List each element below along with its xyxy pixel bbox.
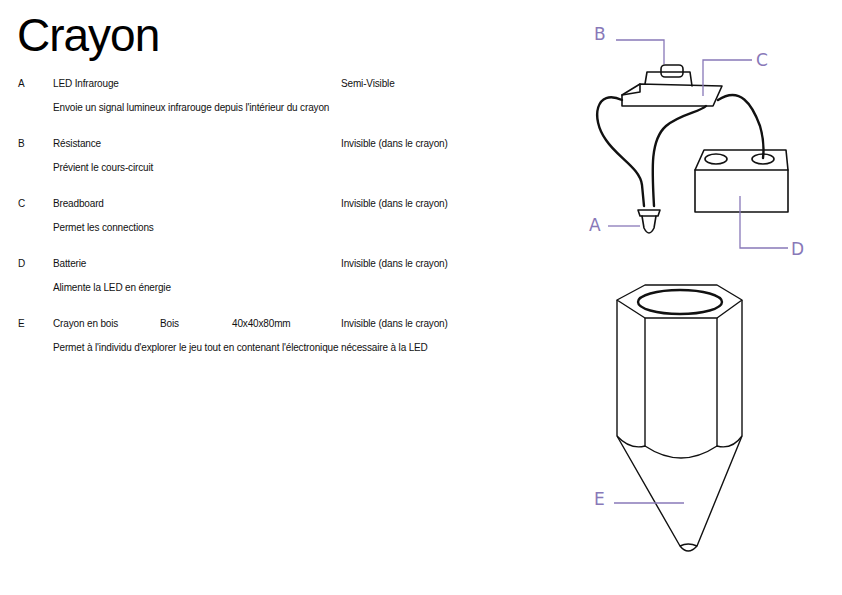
battery-wire xyxy=(718,95,764,158)
leader-line xyxy=(616,40,664,64)
breadboard-shape xyxy=(622,84,722,106)
pencil-edges xyxy=(617,300,742,446)
led-bulb xyxy=(642,216,656,233)
led-wire-right xyxy=(653,106,706,206)
electronics-drawing xyxy=(597,65,788,233)
callout-letter: B xyxy=(594,25,606,43)
visibility: Invisible (dans le crayon) xyxy=(341,318,448,330)
pencil-hole xyxy=(638,290,722,314)
row-letter: B xyxy=(18,138,25,150)
pencil-cone xyxy=(617,436,742,546)
pencil-top xyxy=(617,285,742,318)
battery-top xyxy=(695,150,788,170)
battery-terminal xyxy=(705,154,727,164)
pencil-scallop xyxy=(617,436,742,458)
breadboard-edge xyxy=(622,84,640,95)
leader-line xyxy=(740,196,788,248)
part-name: LED Infrarouge xyxy=(53,78,119,90)
led-base xyxy=(638,210,660,216)
row-letter: C xyxy=(18,198,25,210)
visibility: Invisible (dans le crayon) xyxy=(341,198,448,210)
visibility: Invisible (dans le crayon) xyxy=(341,138,448,150)
description: Alimente la LED en énergie xyxy=(53,282,171,294)
resistor-cap xyxy=(661,65,683,77)
callout-letter: A xyxy=(589,216,601,234)
pencil-tip xyxy=(680,544,697,551)
material: Bois xyxy=(160,318,179,330)
battery-body xyxy=(695,170,788,212)
description: Permet à l'individu d'explorer le jeu to… xyxy=(53,342,428,354)
leader-line xyxy=(614,502,684,503)
callout-letter: C xyxy=(756,51,768,69)
description: Envoie un signal lumineux infrarouge dep… xyxy=(53,102,329,114)
visibility: Semi-Visible xyxy=(341,78,395,90)
pencil-drawing xyxy=(617,285,742,551)
part-name: Batterie xyxy=(53,258,86,270)
row-letter: E xyxy=(18,318,25,330)
led-wire-left xyxy=(597,97,644,206)
callout-letter: D xyxy=(791,240,804,258)
resistor-body xyxy=(645,72,692,86)
callout-letter: E xyxy=(594,490,605,508)
visibility: Invisible (dans le crayon) xyxy=(341,258,448,270)
leader-line xyxy=(608,225,640,226)
description: Prévient le cours-circuit xyxy=(53,162,153,174)
leader-lines xyxy=(608,40,788,503)
leader-line xyxy=(703,60,752,96)
description: Permet les connections xyxy=(53,222,154,234)
part-name: Résistance xyxy=(53,138,101,150)
part-name: Breadboard xyxy=(53,198,104,210)
page-title: Crayon xyxy=(17,10,159,60)
battery-terminal xyxy=(752,154,774,164)
dimension: 40x40x80mm xyxy=(232,318,291,330)
row-letter: A xyxy=(18,78,25,90)
row-letter: D xyxy=(18,258,25,270)
part-name: Crayon en bois xyxy=(53,318,118,330)
